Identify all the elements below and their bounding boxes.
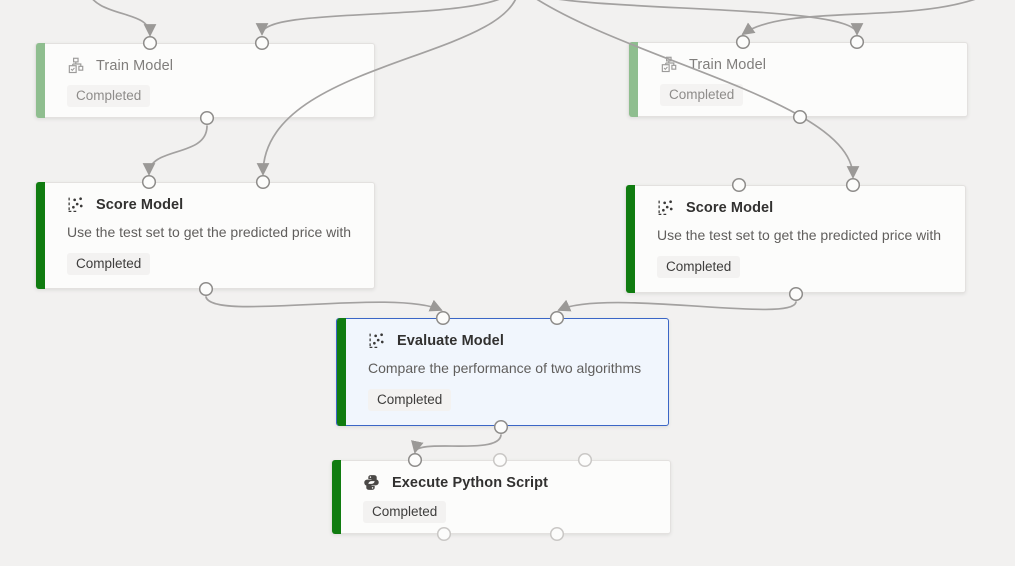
status-badge: Completed bbox=[363, 501, 447, 523]
input-port[interactable] bbox=[731, 177, 747, 193]
input-port[interactable] bbox=[254, 35, 270, 51]
input-port[interactable] bbox=[735, 34, 751, 50]
output-port[interactable] bbox=[792, 109, 808, 125]
node-train-model-right[interactable]: Train Model Completed bbox=[628, 42, 968, 117]
input-port[interactable] bbox=[142, 35, 158, 51]
node-title: Score Model bbox=[686, 199, 774, 216]
status-badge: Completed bbox=[67, 253, 151, 275]
train-model-icon bbox=[67, 57, 84, 74]
status-color-bar bbox=[626, 185, 635, 293]
edge-to-train-right-in2[interactable] bbox=[523, 0, 864, 36]
input-port[interactable] bbox=[849, 34, 865, 50]
scatter-plot-icon bbox=[657, 199, 674, 216]
edge-to-train-left-in1[interactable] bbox=[86, 0, 157, 37]
node-comment: Compare the performance of two algorithm… bbox=[368, 360, 642, 376]
edge-to-score-left-in2[interactable] bbox=[256, 0, 519, 176]
edge-score-right-to-evaluate[interactable] bbox=[557, 299, 797, 312]
status-color-bar bbox=[36, 43, 45, 118]
node-title: Execute Python Script bbox=[392, 474, 548, 491]
edge-evaluate-to-execute[interactable] bbox=[411, 434, 502, 454]
status-color-bar bbox=[332, 460, 341, 534]
status-color-bar bbox=[337, 318, 346, 426]
edge-score-left-to-evaluate[interactable] bbox=[205, 296, 443, 312]
node-comment: Use the test set to get the predicted pr… bbox=[657, 227, 942, 243]
input-port[interactable] bbox=[577, 452, 593, 468]
node-evaluate-model[interactable]: Evaluate Model Compare the performance o… bbox=[336, 318, 669, 426]
node-title: Score Model bbox=[96, 196, 184, 213]
output-port[interactable] bbox=[436, 526, 452, 542]
input-port[interactable] bbox=[255, 174, 271, 190]
status-badge: Completed bbox=[67, 85, 151, 107]
status-color-bar bbox=[629, 42, 638, 117]
edge-to-score-right-in2[interactable] bbox=[523, 0, 860, 179]
node-title: Evaluate Model bbox=[397, 332, 504, 349]
scatter-plot-icon bbox=[67, 196, 84, 213]
node-score-model-left[interactable]: Score Model Use the test set to get the … bbox=[35, 182, 375, 289]
input-port[interactable] bbox=[141, 174, 157, 190]
edge-to-train-right-in1[interactable] bbox=[741, 0, 1005, 36]
train-model-icon bbox=[660, 56, 677, 73]
node-execute-python-script[interactable]: Execute Python Script Completed bbox=[331, 460, 671, 534]
output-port[interactable] bbox=[199, 110, 215, 126]
node-train-model-left[interactable]: Train Model Completed bbox=[35, 43, 375, 118]
output-port[interactable] bbox=[493, 419, 509, 435]
status-badge: Completed bbox=[660, 84, 744, 106]
output-port[interactable] bbox=[788, 286, 804, 302]
edge-to-train-left-in2[interactable] bbox=[255, 0, 516, 36]
output-port[interactable] bbox=[198, 281, 214, 297]
edge-train-left-to-score-left[interactable] bbox=[142, 125, 208, 176]
node-comment: Use the test set to get the predicted pr… bbox=[67, 224, 352, 240]
input-port[interactable] bbox=[407, 452, 423, 468]
python-icon bbox=[363, 474, 380, 491]
input-port[interactable] bbox=[435, 310, 451, 326]
node-score-model-right[interactable]: Score Model Use the test set to get the … bbox=[625, 185, 966, 293]
scatter-plot-icon bbox=[368, 332, 385, 349]
node-title: Train Model bbox=[689, 56, 767, 73]
status-badge: Completed bbox=[368, 389, 452, 411]
input-port[interactable] bbox=[549, 310, 565, 326]
output-port[interactable] bbox=[549, 526, 565, 542]
node-title: Train Model bbox=[96, 57, 174, 74]
input-port[interactable] bbox=[492, 452, 508, 468]
status-color-bar bbox=[36, 182, 45, 289]
input-port[interactable] bbox=[845, 177, 861, 193]
status-badge: Completed bbox=[657, 256, 741, 278]
